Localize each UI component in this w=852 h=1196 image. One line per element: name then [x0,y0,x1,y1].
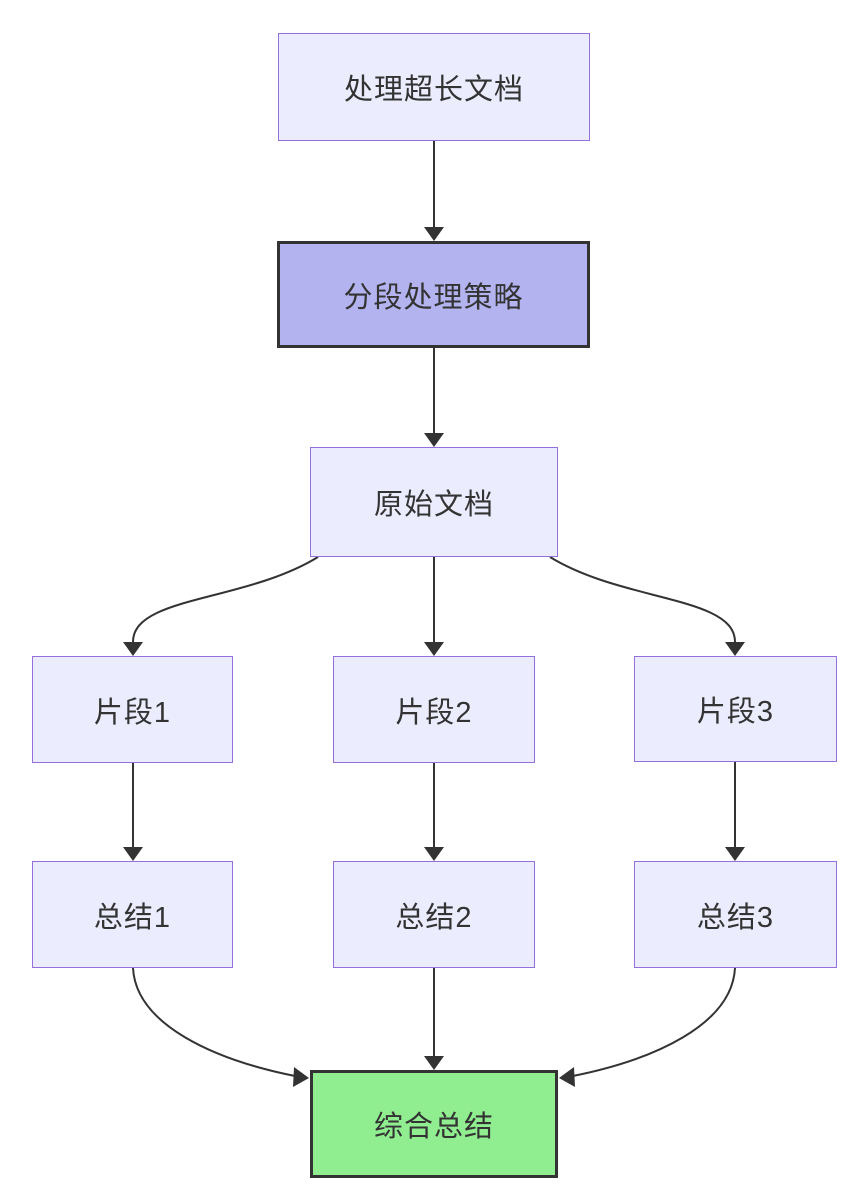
edge-original-to-fragment-2 [424,557,444,656]
node-final-summary: 综合总结 [310,1070,558,1178]
node-summary-3: 总结3 [634,861,837,968]
node-segment-strategy: 分段处理策略 [277,241,590,348]
edge-fragment-1-to-summary-1 [123,763,143,861]
node-summary-1: 总结1 [32,861,233,968]
edge-summary-1-to-final [132,967,309,1087]
node-original-doc: 原始文档 [310,447,558,557]
node-fragment-2: 片段2 [333,656,535,763]
node-summary-2: 总结2 [333,861,535,968]
edge-summary-3-to-final [559,967,736,1087]
edge-fragment-3-to-summary-3 [725,762,745,861]
edge-original-to-fragment-3 [549,556,745,656]
edge-fragment-2-to-summary-2 [424,763,444,861]
edge-process-to-strategy [424,141,444,241]
node-process-long-doc: 处理超长文档 [278,33,590,141]
edge-original-to-fragment-1 [123,556,319,656]
node-fragment-1: 片段1 [32,656,233,763]
edge-summary-2-to-final [424,968,444,1070]
node-fragment-3: 片段3 [634,656,837,762]
edge-strategy-to-original [424,348,444,447]
